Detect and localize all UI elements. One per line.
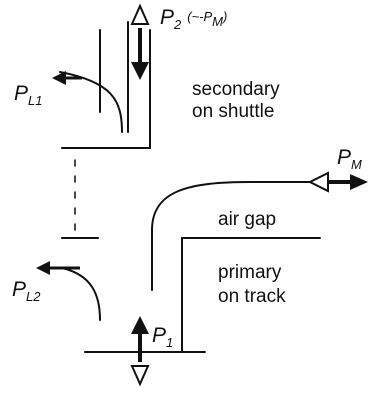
label-secondary: secondary — [192, 79, 280, 100]
label-p1: P1 — [152, 324, 173, 350]
label-pl2: PL2 — [12, 278, 41, 304]
label-p2: P2(~-PM) — [160, 6, 227, 32]
arrow-pl1 — [52, 71, 82, 85]
arrow-pl2 — [36, 261, 80, 275]
label-on-track: on track — [218, 286, 286, 307]
leakage-curve-l2 — [61, 267, 101, 321]
leakage-curve-l1 — [59, 71, 123, 133]
label-pm: PM — [337, 146, 362, 172]
arrow-p1 — [130, 316, 150, 387]
main-flux-curve — [151, 181, 323, 291]
arrow-p2 — [130, 3, 150, 80]
arrow-pm — [307, 171, 368, 193]
label-air-gap: air gap — [218, 209, 276, 230]
label-on-shuttle: on shuttle — [192, 101, 274, 122]
label-pl1: PL1 — [14, 82, 42, 108]
label-primary: primary — [218, 262, 282, 283]
